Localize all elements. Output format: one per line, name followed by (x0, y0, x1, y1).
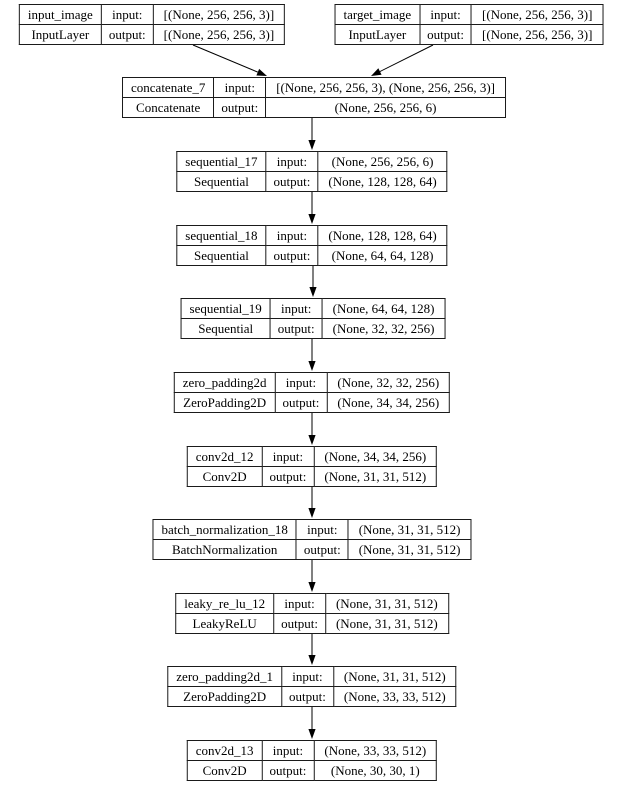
input-shape: (None, 31, 31, 512) (332, 666, 457, 687)
layer-class: Conv2D (186, 760, 263, 781)
edge-leaky_re_lu_12->zero_padding2d_1 (308, 634, 316, 665)
input-label: input: (295, 519, 349, 540)
layer-name: target_image (334, 4, 421, 25)
input-label: input: (100, 4, 154, 25)
input-shape: (None, 256, 256, 6) (317, 151, 448, 172)
layer-class: ZeroPadding2D (167, 686, 283, 707)
input-label: input: (273, 593, 326, 614)
output-shape: (None, 33, 33, 512) (332, 686, 457, 707)
output-shape: (None, 32, 32, 256) (321, 318, 446, 339)
edge-zero_padding2d->conv2d_12 (308, 413, 316, 445)
input-shape: (None, 31, 31, 512) (347, 519, 472, 540)
output-shape: [(None, 256, 256, 3)] (470, 24, 604, 45)
input-label: input: (265, 151, 319, 172)
edge-zero_padding2d_1->conv2d_13 (308, 707, 316, 739)
input-label: input: (265, 225, 319, 246)
layer-class: LeakyReLU (175, 613, 275, 634)
input-label: input: (281, 666, 334, 687)
edge-target_image->concatenate_7 (371, 44, 434, 76)
layer-class: Sequential (176, 245, 267, 266)
output-label: output: (261, 466, 315, 487)
output-shape: (None, 31, 31, 512) (347, 539, 472, 560)
edge-sequential_17->sequential_18 (308, 192, 316, 224)
layer-name: zero_padding2d_1 (167, 666, 283, 687)
output-shape: (None, 31, 31, 512) (313, 466, 438, 487)
layer-class: Sequential (176, 171, 267, 192)
output-label: output: (100, 24, 154, 45)
layer-name: conv2d_12 (186, 446, 263, 467)
edge-batch_normalization_18->leaky_re_lu_12 (308, 560, 316, 592)
input-shape: (None, 31, 31, 512) (324, 593, 449, 614)
output-label: output: (269, 318, 323, 339)
input-shape: (None, 64, 64, 128) (321, 298, 446, 319)
input-shape: [(None, 256, 256, 3)] (470, 4, 604, 25)
output-label: output: (265, 245, 319, 266)
layer-name: leaky_re_lu_12 (175, 593, 275, 614)
output-shape: (None, 256, 256, 6) (265, 97, 506, 118)
layer-class: BatchNormalization (152, 539, 297, 560)
output-shape: (None, 30, 30, 1) (313, 760, 438, 781)
layer-name: conv2d_13 (186, 740, 263, 761)
input-shape: (None, 34, 34, 256) (313, 446, 438, 467)
output-label: output: (261, 760, 315, 781)
edge-concatenate_7->sequential_17 (308, 118, 316, 150)
edge-sequential_18->sequential_19 (309, 266, 317, 297)
layer-name: sequential_17 (176, 151, 267, 172)
layer-name: zero_padding2d (173, 372, 276, 393)
edge-input_image->concatenate_7 (192, 44, 267, 76)
input-shape: (None, 32, 32, 256) (326, 372, 451, 393)
layer-class: Sequential (180, 318, 271, 339)
input-label: input: (274, 372, 328, 393)
output-shape: (None, 128, 128, 64) (317, 171, 448, 192)
output-shape: (None, 31, 31, 512) (324, 613, 449, 634)
input-shape: [(None, 256, 256, 3), (None, 256, 256, 3… (265, 77, 506, 98)
layer-name: input_image (18, 4, 102, 25)
input-label: input: (261, 446, 315, 467)
input-label: input: (269, 298, 323, 319)
input-shape: (None, 128, 128, 64) (317, 225, 448, 246)
layer-name: batch_normalization_18 (152, 519, 297, 540)
output-label: output: (273, 613, 326, 634)
layer-class: ZeroPadding2D (173, 392, 276, 413)
layer-class: InputLayer (334, 24, 421, 45)
output-shape: (None, 64, 64, 128) (317, 245, 448, 266)
layer-name: sequential_19 (180, 298, 271, 319)
input-label: input: (261, 740, 315, 761)
edge-sequential_19->zero_padding2d (308, 339, 316, 371)
output-shape: [(None, 256, 256, 3)] (152, 24, 286, 45)
output-label: output: (295, 539, 349, 560)
layer-name: concatenate_7 (122, 77, 215, 98)
input-shape: (None, 33, 33, 512) (313, 740, 438, 761)
input-label: input: (213, 77, 267, 98)
output-label: output: (419, 24, 472, 45)
edge-conv2d_12->batch_normalization_18 (308, 487, 316, 518)
input-label: input: (419, 4, 472, 25)
output-label: output: (265, 171, 319, 192)
output-label: output: (281, 686, 334, 707)
layer-class: Concatenate (122, 97, 215, 118)
layer-class: Conv2D (186, 466, 263, 487)
output-label: output: (213, 97, 267, 118)
input-shape: [(None, 256, 256, 3)] (152, 4, 286, 25)
output-label: output: (274, 392, 328, 413)
layer-class: InputLayer (18, 24, 102, 45)
output-shape: (None, 34, 34, 256) (326, 392, 451, 413)
layer-name: sequential_18 (176, 225, 267, 246)
